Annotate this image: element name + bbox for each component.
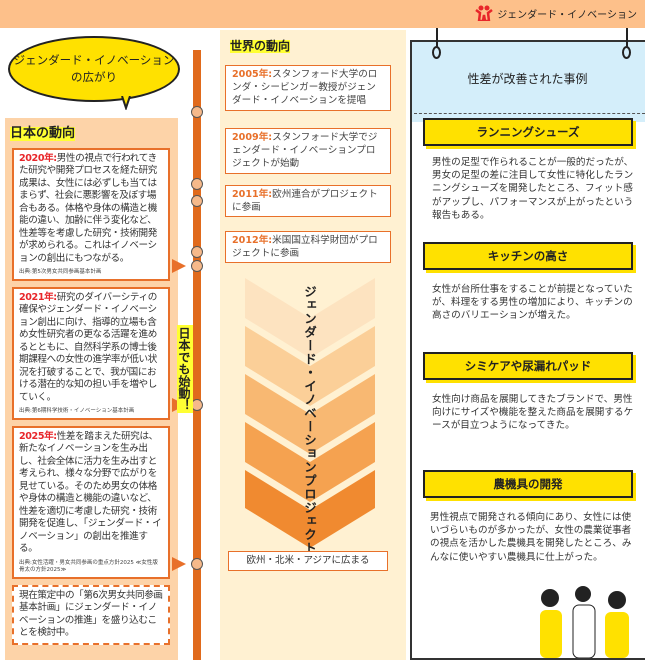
pending-text: 現在策定中の「第6次男女共同参画基本計画」にジェンダード・イノベーションの推進」… [19, 590, 163, 639]
year: 2011年: [232, 189, 273, 200]
pending-plan-box: 現在策定中の「第6次男女共同参画基本計画」にジェンダード・イノベーションの推進」… [12, 585, 170, 645]
case-label-farm-tools: 農機具の開発 [423, 470, 633, 498]
bubble-tail [121, 96, 131, 110]
world-item-2012: 2012年:米国国立科学財団がプロジェクトに参画 [225, 231, 391, 263]
timeline-dot [191, 558, 203, 570]
item-text: スタンフォード大学のロンダ・シービンガー教授がジェンダード・イノベーションを提唱 [232, 69, 378, 106]
ring-icon [622, 46, 631, 59]
source: 出典:第5次男女共同参画基本計画 [19, 269, 102, 276]
year: 2009年: [232, 132, 273, 143]
item-text: 米国国立科学財団がプロジェクトに参画 [232, 235, 378, 259]
hanger-pin [436, 28, 438, 48]
timeline-dot [191, 260, 203, 272]
world-item-2011: 2011年:欧州連合がプロジェクトに参画 [225, 185, 391, 217]
timeline-dot [191, 178, 203, 190]
header-bar [0, 0, 645, 28]
title-bubble: ジェンダード・イノベーションの広がり [8, 36, 180, 102]
item-text: スタンフォード大学でジェンダード・イノベーションプロジェクトが始動 [232, 132, 378, 169]
year: 2012年: [232, 235, 273, 246]
source: 出典:女性活躍・男女共同参画の重点方針2025 ≪女性版骨太の方針2025≫ [19, 559, 158, 573]
case-text: 女性が台所仕事をすることが前提となっていたが、料理をする男性の増加により、キッチ… [432, 284, 633, 322]
year: 2025年: [19, 431, 57, 442]
case-text: 男性の足型で作られることが一般的だったが、男女の足型の差に注目して女性に特化した… [432, 157, 634, 221]
timeline-dot [191, 106, 203, 118]
logo-text: ジェンダード・イノベーション [497, 9, 637, 21]
world-title: 世界の動向 [230, 39, 291, 54]
japan-start-label: 日本でも始動！ [177, 325, 193, 413]
japan-title: 日本の動向 [10, 126, 76, 142]
case-label-skincare: シミケアや尿漏れパッド [423, 352, 633, 380]
divider [414, 113, 645, 114]
item-text: 研究のダイバーシティの確保やジェンダード・イノベーション創出に向け、指導的立場も… [19, 292, 157, 403]
year: 2005年: [232, 69, 273, 80]
case-text: 女性向け商品を展開してきたブランドで、男性向けにサイズや機能を整えた商品を展開す… [432, 394, 634, 432]
title-line2: の広がり [71, 70, 117, 84]
japan-item-2021: 2021年:研究のダイバーシティの確保やジェンダード・イノベーション創出に向け、… [12, 287, 170, 421]
case-text: 男性視点で開発される傾向にあり、女性には使いづらいものが多かったが、女性の農業従… [430, 512, 632, 563]
logo: ジェンダード・イノベーション [475, 5, 637, 21]
logo-people-icon [475, 5, 493, 21]
cases-header [410, 40, 645, 122]
world-item-2009: 2009年:スタンフォード大学でジェンダード・イノベーションプロジェクトが始動 [225, 128, 391, 174]
arrow-icon [172, 259, 186, 273]
item-text: 欧州連合がプロジェクトに参画 [232, 189, 378, 213]
timeline-dot [191, 195, 203, 207]
project-chevron-arrow [245, 278, 375, 548]
project-label: ジェンダード・イノベーションプロジェクト [302, 285, 317, 555]
year: 2020年: [19, 153, 57, 164]
source: 出典:第6期科学技術・イノベーション基本計画 [19, 408, 135, 415]
world-item-2005: 2005年:スタンフォード大学のロンダ・シービンガー教授がジェンダード・イノベー… [225, 65, 391, 111]
ring-icon [432, 46, 441, 59]
hanger-pin [626, 28, 628, 48]
japan-item-2025: 2025年:性差を踏まえた研究は、新たなイノベーションを生み出し、社会全体に活力… [12, 426, 170, 579]
case-label-running-shoes: ランニングシューズ [423, 118, 633, 146]
title-line1: ジェンダード・イノベーション [13, 53, 175, 68]
arrow-icon [172, 557, 186, 571]
item-text: 性差を踏まえた研究は、新たなイノベーションを生み出し、社会全体に活力を生み出すと… [19, 431, 162, 555]
people-illustration [540, 586, 629, 658]
japan-item-2020: 2020年:男性の視点で行われてきた研究や開発プロセスを経た研究成果は、女性には… [12, 148, 170, 282]
timeline-dot [191, 246, 203, 258]
case-label-kitchen: キッチンの高さ [423, 242, 633, 270]
cases-title: 性差が改善された事例 [467, 72, 588, 86]
item-text: 男性の視点で行われてきた研究や開発プロセスを経た研究成果は、女性には必ずしも当て… [19, 153, 157, 264]
timeline-bar [193, 50, 201, 660]
spread-box: 欧州・北米・アジアに広まる [228, 551, 388, 571]
year: 2021年: [19, 292, 57, 303]
